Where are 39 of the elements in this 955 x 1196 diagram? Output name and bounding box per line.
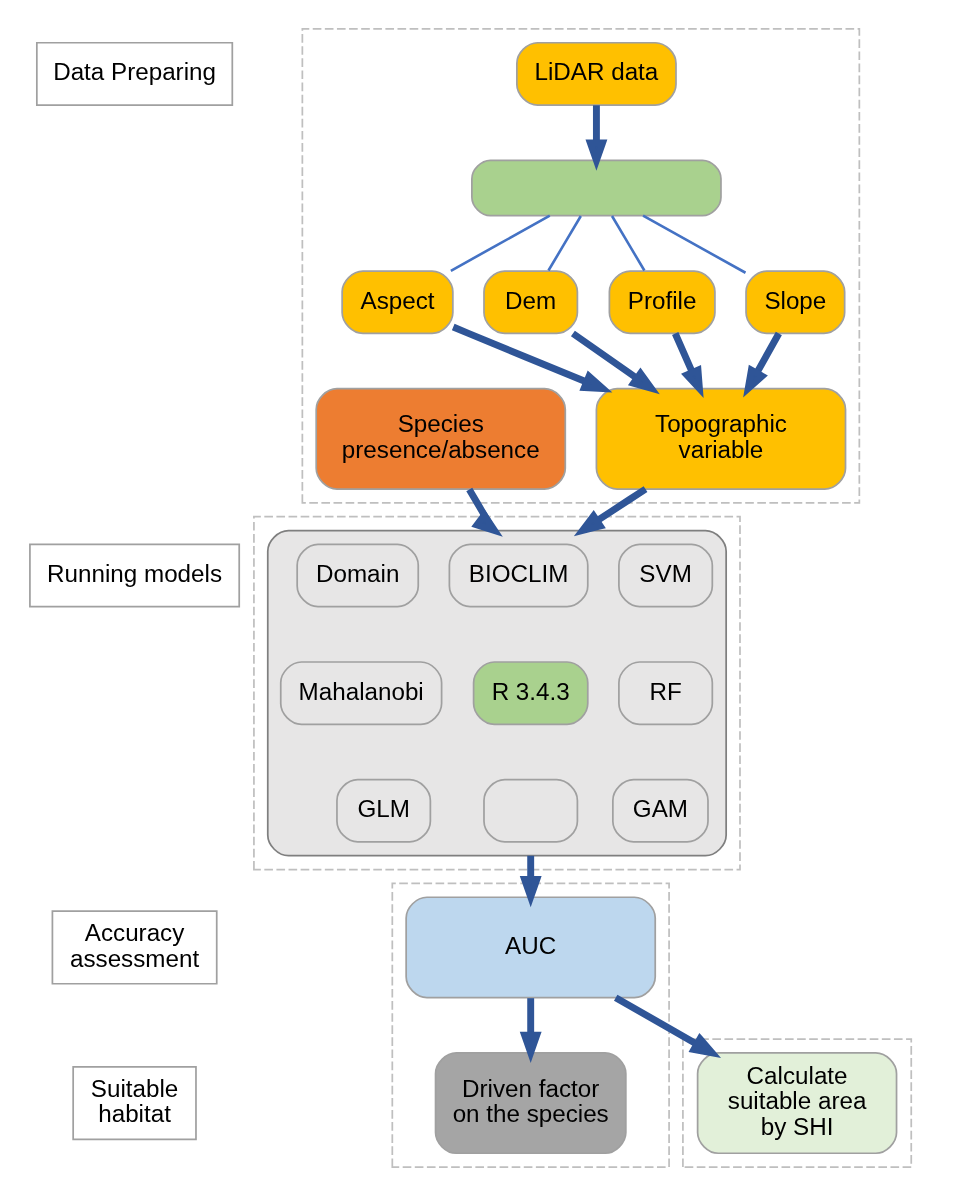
- arrow: [570, 330, 660, 395]
- connector: [450, 214, 551, 272]
- arrow: [743, 331, 782, 398]
- node-box: Calculate suitable area by SHI: [696, 1052, 898, 1155]
- node-box: Species presence/absence: [315, 387, 567, 490]
- node-box: SVM: [618, 543, 714, 608]
- node-box: Topographic variable: [595, 387, 847, 490]
- connector: [547, 215, 582, 272]
- node-box: Domain: [296, 543, 420, 608]
- connector: [642, 214, 747, 274]
- node-box: [471, 159, 722, 217]
- node-box: Running models: [29, 543, 241, 608]
- arrow: [585, 105, 608, 171]
- node-box: R 3.4.3: [472, 661, 589, 726]
- node-box: Profile: [608, 270, 716, 335]
- connector: [610, 215, 646, 272]
- arrow: [614, 994, 722, 1058]
- node-box: RF: [618, 661, 714, 726]
- node-box: Data Preparing: [35, 41, 234, 106]
- node-box: Accuracy assessment: [51, 910, 218, 985]
- cluster: [301, 28, 861, 504]
- arrow: [519, 855, 542, 908]
- cluster: [682, 1038, 913, 1168]
- node-box: Aspect: [341, 270, 454, 335]
- node-box: Driven factor on the species: [434, 1052, 627, 1155]
- node-box: Suitable habitat: [72, 1065, 197, 1141]
- arrow: [519, 998, 542, 1063]
- node-box: Mahalanobi: [279, 661, 443, 726]
- node-box: LiDAR data: [516, 41, 677, 106]
- node-box: AUC: [405, 896, 657, 999]
- cluster: [391, 882, 670, 1168]
- node-box: [483, 778, 579, 843]
- node-box: GLM: [336, 778, 432, 843]
- arrow: [451, 323, 613, 393]
- node-box: Dem: [483, 270, 579, 335]
- node-box: BIOCLIM: [448, 543, 589, 608]
- node-box: GAM: [612, 778, 709, 843]
- arrow: [672, 332, 704, 398]
- node-box: Slope: [745, 270, 846, 335]
